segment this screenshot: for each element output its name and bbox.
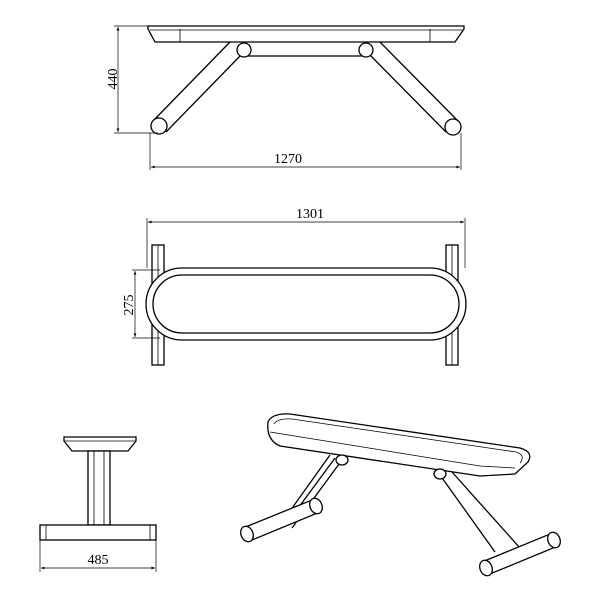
dim-side-height: 440 [106, 69, 121, 90]
dim-top-length: 1301 [296, 207, 324, 222]
dim-side-length: 1270 [274, 152, 302, 167]
front-view: 485 [39, 436, 157, 572]
dim-front-width: 485 [88, 553, 109, 568]
dim-top-width: 275 [122, 295, 137, 316]
isometric-view [240, 413, 561, 577]
side-view: 440 1270 [106, 25, 465, 170]
top-view: 1301 275 [122, 207, 467, 366]
